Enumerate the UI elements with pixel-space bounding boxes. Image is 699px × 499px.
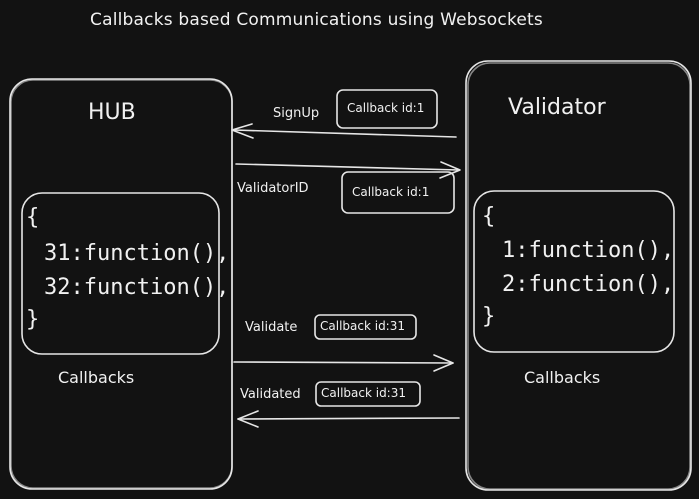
validatorid-arrow (235, 161, 461, 179)
hub-callbacks-label: Callbacks (58, 368, 135, 387)
validated-callback-text: Callback id:31 (321, 386, 406, 400)
hub-code-line-31: 31:function(), (44, 241, 230, 266)
validator-code-open: { (482, 204, 496, 229)
hub-callbacks-box (21, 192, 220, 355)
hub-code-line-32: 32:function(), (44, 275, 230, 300)
validator-code-line-1: 1:function(), (502, 238, 675, 263)
hub-label: HUB (88, 100, 136, 125)
validate-arrow (233, 354, 454, 372)
signup-label: SignUp (273, 106, 320, 121)
validated-label: Validated (240, 387, 301, 402)
validate-label: Validate (245, 320, 298, 335)
validator-callbacks-label: Callbacks (524, 368, 601, 387)
validatorid-callback-tag (341, 171, 455, 214)
validator-callbacks-box (473, 190, 675, 353)
validate-callback-tag (314, 314, 417, 340)
validator-label: Validator (508, 95, 606, 120)
signup-arrow (231, 123, 457, 139)
signup-callback-text: Callback id:1 (347, 101, 425, 115)
validator-code-close: } (482, 304, 496, 329)
validatorid-label: ValidatorID (237, 181, 309, 196)
validator-code-line-2: 2:function(), (502, 272, 675, 297)
hub-code-open: { (26, 205, 40, 230)
validated-arrow (237, 410, 460, 428)
diagram-title: Callbacks based Communications using Web… (90, 10, 543, 30)
validatorid-callback-text: Callback id:1 (352, 185, 430, 199)
signup-callback-tag (336, 89, 438, 129)
validate-callback-text: Callback id:31 (320, 319, 405, 333)
validated-callback-tag (315, 381, 421, 407)
validator-box (465, 60, 692, 491)
hub-code-close: } (26, 307, 40, 332)
